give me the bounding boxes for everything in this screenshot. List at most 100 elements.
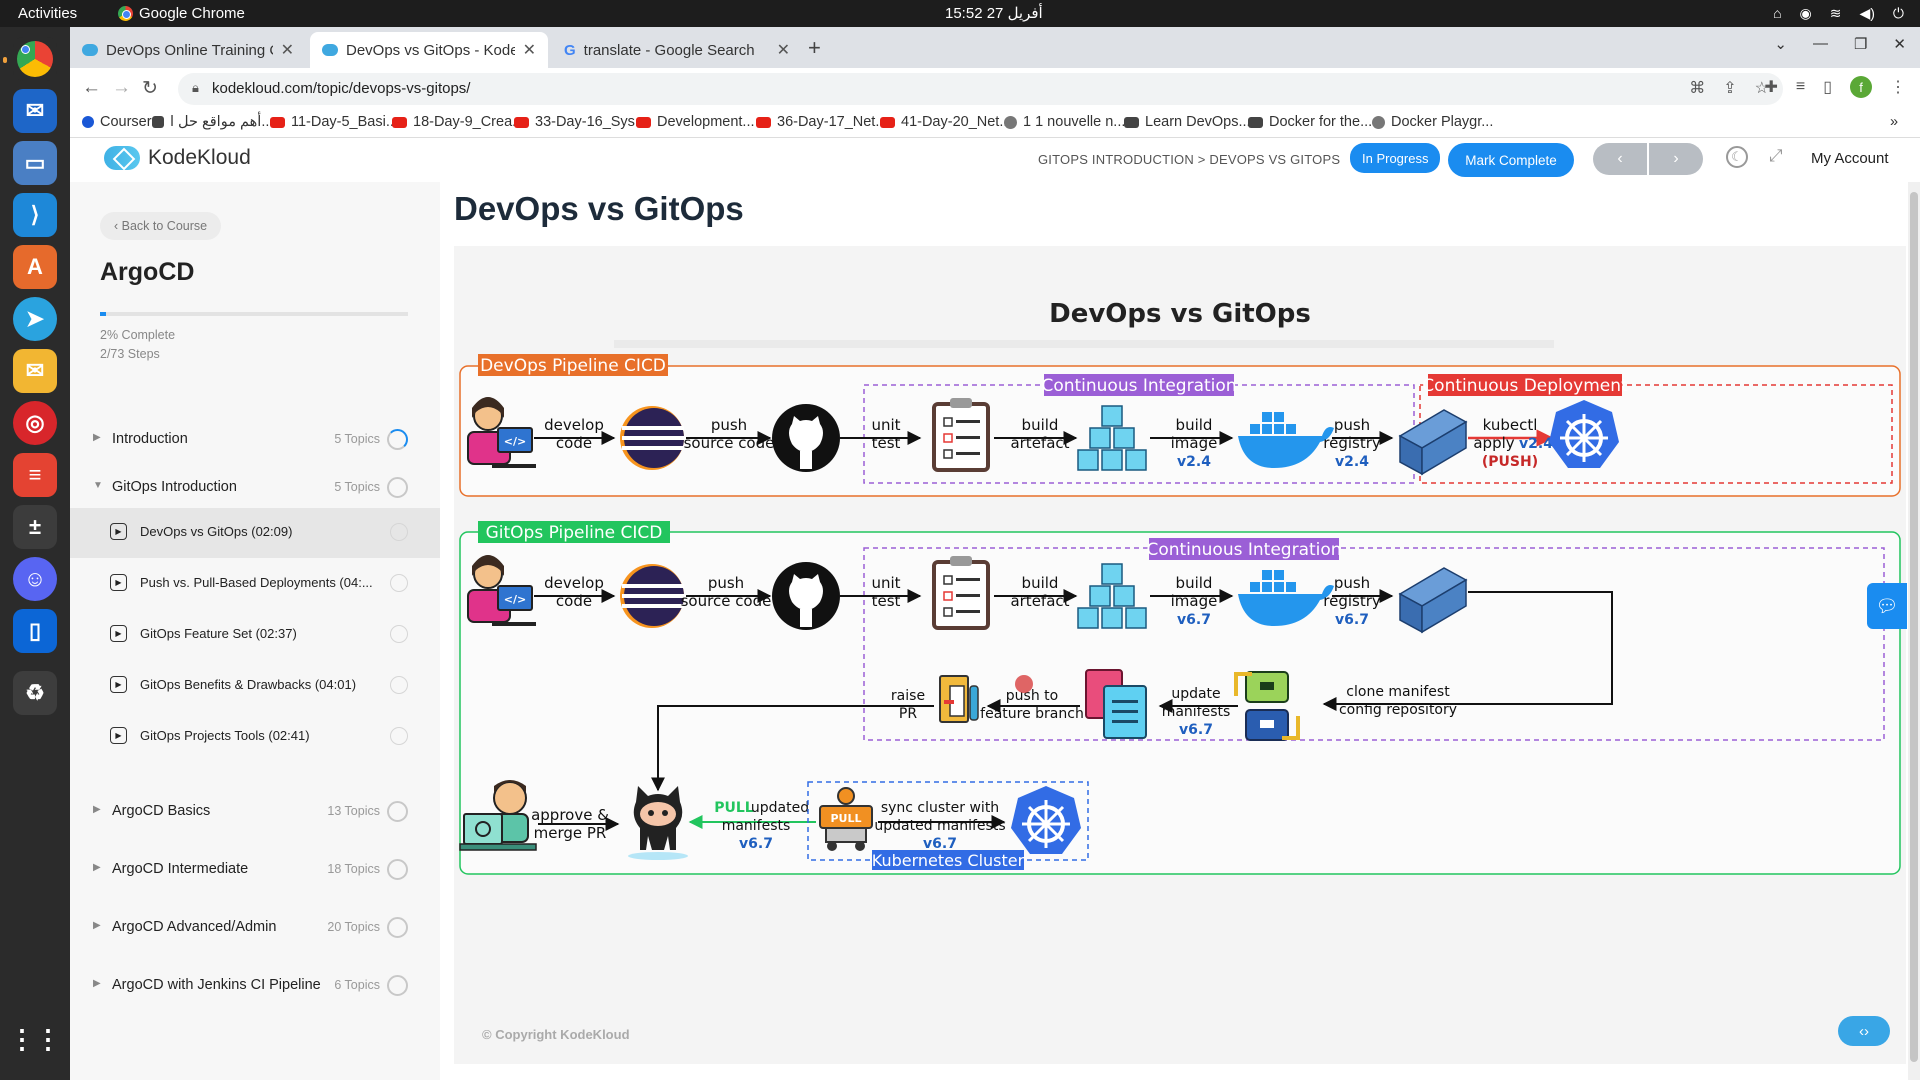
bookmark-item[interactable]: 41-Day-20_Net... [880, 114, 1011, 130]
dock-vscode-icon[interactable]: ⟩ [13, 193, 57, 237]
bookmark-item[interactable]: Docker for the... [1248, 114, 1372, 130]
bookmark-item[interactable]: 18-Day-9_Crea... [392, 114, 524, 130]
chrome-menu-icon[interactable]: ⋮ [1890, 79, 1906, 96]
bookmark-star-icon[interactable]: ☆ [1754, 80, 1769, 97]
kodekloud-logo[interactable]: KodeKloud [104, 146, 251, 170]
chrome-icon [118, 6, 133, 21]
dock-trash-icon[interactable]: ♻ [13, 671, 57, 715]
manifests-label: manifests [1162, 704, 1231, 720]
tab-translate[interactable]: G translate - Google Search ✕ [552, 32, 802, 68]
lesson-item[interactable]: ▶ GitOps Benefits & Drawbacks (04:01) [70, 661, 440, 711]
push-label: push [1334, 574, 1370, 592]
address-bar[interactable]: 🔒︎ kodekloud.com/topic/devops-vs-gitops/… [178, 73, 1783, 105]
bookmark-item[interactable]: 11-Day-5_Basi... [270, 114, 398, 130]
lesson-item[interactable]: ▶ GitOps Projects Tools (02:41) [70, 712, 440, 762]
close-tab-icon[interactable]: ✕ [776, 42, 790, 59]
close-window-icon[interactable]: ✕ [1893, 36, 1906, 53]
section-argocd-basics[interactable]: ▶ ArgoCD Basics 13 Topics [70, 794, 440, 830]
side-panel-icon[interactable]: ▯ [1823, 79, 1832, 96]
dock-thunderbird-icon[interactable]: ✉ [13, 89, 57, 133]
google-favicon-icon: G [564, 41, 576, 59]
dock-software-icon[interactable]: A [13, 245, 57, 289]
show-apps-icon[interactable]: ⋮⋮ [9, 1023, 61, 1054]
tab-search-icon[interactable]: ⌄ [1774, 36, 1787, 53]
dock-calculator-icon[interactable]: ± [13, 505, 57, 549]
caret-right-icon: ▶ [93, 920, 101, 931]
lesson-item[interactable]: ▶ Push vs. Pull-Based Deployments (04:..… [70, 559, 440, 609]
section-argocd-advanced[interactable]: ▶ ArgoCD Advanced/Admin 20 Topics [70, 910, 440, 946]
lesson-status-icon [390, 727, 408, 745]
minimize-icon[interactable]: — [1812, 35, 1828, 52]
bookmark-item[interactable]: Docker Playgr... [1372, 114, 1493, 130]
next-lesson-button[interactable]: › [1649, 143, 1703, 175]
play-icon: ▶ [110, 523, 127, 540]
push-to-label: push to [1006, 688, 1058, 704]
translate-icon[interactable]: ⌘ [1689, 80, 1706, 97]
dock-discord-icon[interactable]: ☺ [13, 557, 57, 601]
course-progress-fill [100, 312, 107, 316]
feature-branch-label: feature branch [980, 706, 1084, 722]
bookmark-item[interactable]: Learn DevOps... [1124, 114, 1251, 130]
updated-label: updated [751, 800, 809, 816]
close-tab-icon[interactable]: ✕ [522, 42, 536, 59]
dock-record-icon[interactable]: ◎ [13, 401, 57, 445]
dock-mail-icon[interactable]: ✉ [13, 349, 57, 393]
bookmark-item[interactable]: 36-Day-17_Net... [756, 114, 887, 130]
dock-chrome-icon[interactable] [13, 37, 57, 81]
kodekloud-favicon-icon [322, 44, 338, 56]
lesson-item-current[interactable]: ▶ DevOps vs GitOps (02:09) [70, 508, 440, 558]
section-introduction[interactable]: ▶ Introduction 5 Topics [70, 422, 440, 458]
back-arrow-icon[interactable]: ← [82, 77, 101, 98]
bookmark-item[interactable]: Coursera [82, 114, 160, 130]
lesson-item[interactable]: ▶ GitOps Feature Set (02:37) [70, 610, 440, 660]
previous-lesson-button[interactable]: ‹ [1593, 143, 1647, 175]
bookmark-item[interactable]: Development... [636, 114, 755, 130]
back-to-course-button[interactable]: ‹ Back to Course [100, 212, 222, 240]
approver-icon [459, 780, 537, 851]
system-tray[interactable]: ⌂ ◉ ≋ ◀) ⏻ [1773, 5, 1904, 22]
version-label: v2.4 [1177, 454, 1211, 470]
test-label: test [872, 592, 901, 610]
page-scrollbar[interactable] [1908, 182, 1920, 1080]
clock[interactable]: 15:52 27 أفريل [945, 5, 1043, 22]
my-account-link[interactable]: My Account [1811, 150, 1889, 167]
chat-widget-tab[interactable]: 💬︎ [1867, 583, 1907, 629]
mark-complete-button[interactable]: Mark Complete [1448, 143, 1574, 177]
dock-trello-icon[interactable]: ▯ [13, 609, 57, 653]
tab-devops-vs-gitops[interactable]: DevOps vs GitOps - Kodel ✕ [310, 32, 548, 68]
bookmark-item[interactable]: 1 1 nouvelle n... [1004, 114, 1125, 130]
scrollbar-thumb[interactable] [1910, 192, 1918, 1062]
svg-text:</>: </> [504, 435, 526, 448]
breadcrumb[interactable]: GITOPS INTRODUCTION > DEVOPS VS GITOPS [1038, 152, 1341, 167]
share-icon[interactable]: ⇪ [1723, 80, 1737, 97]
expand-icon[interactable]: ⤢ [1769, 146, 1783, 165]
dock-todoist-icon[interactable]: ≡ [13, 453, 57, 497]
app-menu[interactable]: Google Chrome [118, 5, 245, 22]
activities-button[interactable]: Activities [18, 5, 78, 22]
tab-devops-training[interactable]: DevOps Online Training C ✕ [70, 32, 306, 68]
lock-icon[interactable]: 🔒︎ [192, 80, 199, 95]
k8s-cluster-label: Kubernetes Cluster [872, 851, 1025, 870]
cd-label: Continuous Deployment [1422, 376, 1628, 396]
image-label: image [1171, 592, 1218, 610]
forward-arrow-icon[interactable]: → [112, 77, 131, 98]
section-argocd-intermediate[interactable]: ▶ ArgoCD Intermediate 18 Topics [70, 852, 440, 888]
dock-telegram-icon[interactable]: ➤ [13, 297, 57, 341]
section-gitops-introduction[interactable]: ▼ GitOps Introduction 5 Topics [70, 470, 440, 506]
new-tab-button[interactable]: + [808, 35, 821, 60]
bookmark-item[interactable]: 33-Day-16_Sys... [514, 114, 647, 130]
bookmarks-overflow-icon[interactable]: » [1890, 114, 1899, 130]
reload-icon[interactable]: ↻ [142, 78, 158, 99]
in-progress-badge[interactable]: In Progress [1350, 143, 1441, 173]
bookmark-item[interactable]: أهم مواقع حل ا... [152, 114, 273, 130]
code-widget-button[interactable]: ‹› [1838, 1016, 1890, 1046]
section-argocd-jenkins[interactable]: ▶ ArgoCD with Jenkins CI Pipeline 6 Topi… [70, 968, 440, 1004]
reading-list-icon[interactable]: ≡ [1795, 78, 1806, 95]
profile-avatar[interactable]: f [1850, 76, 1872, 98]
extensions-puzzle-icon[interactable]: ✚ [1764, 79, 1778, 96]
dark-mode-icon[interactable]: ☾ [1726, 146, 1748, 168]
maximize-icon[interactable]: ❐ [1853, 36, 1868, 53]
dock-files-icon[interactable]: ▭ [13, 141, 57, 185]
kubernetes-icon [1011, 786, 1081, 854]
close-tab-icon[interactable]: ✕ [280, 42, 294, 59]
